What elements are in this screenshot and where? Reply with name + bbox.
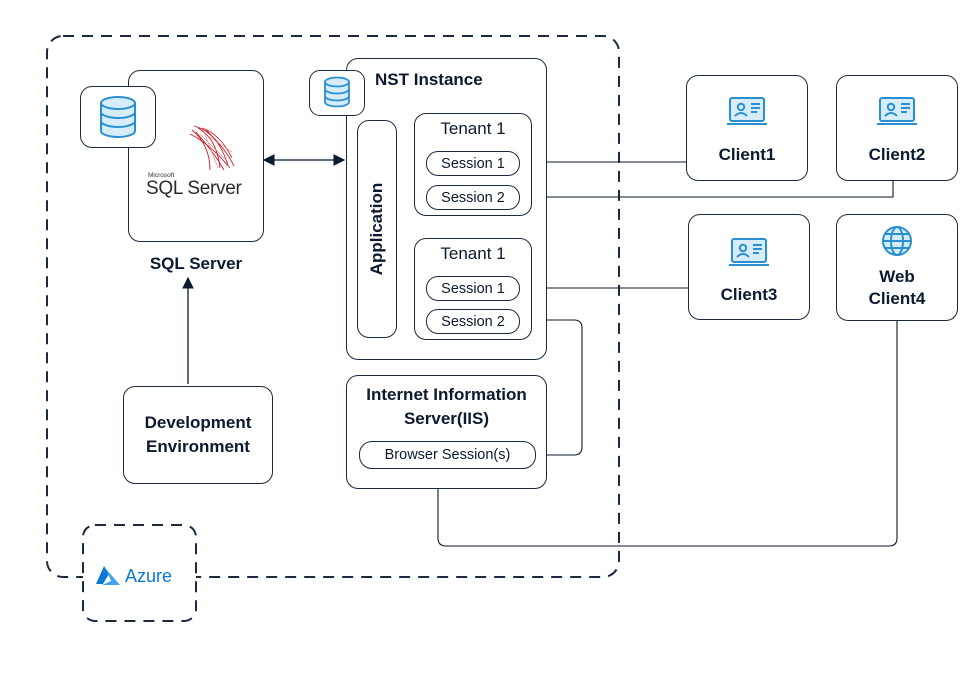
tenant-title: Tenant 1 bbox=[440, 244, 506, 263]
sql-logo-text: SQL Server bbox=[146, 178, 242, 199]
browser-session-pill[interactable]: Browser Session(s) bbox=[359, 441, 536, 469]
client-card[interactable]: Client1 bbox=[686, 75, 808, 181]
azure-logo-icon bbox=[96, 566, 120, 585]
nst-database-icon-box bbox=[309, 70, 365, 116]
desktop-user-icon bbox=[729, 238, 769, 266]
azure-label-frame bbox=[82, 524, 197, 622]
client2-connector bbox=[520, 181, 894, 202]
client-label: Client1 bbox=[718, 145, 776, 164]
azure-label-text: Azure bbox=[125, 565, 173, 586]
application-block[interactable]: Application bbox=[357, 120, 397, 338]
nst-instance-title: NST Instance bbox=[375, 70, 483, 89]
iis-title: Internet Information Server(IIS) bbox=[366, 385, 527, 428]
dev-env-box: Development Environment bbox=[123, 386, 273, 484]
sql-server-label: SQL Server bbox=[149, 254, 243, 273]
iis-box bbox=[346, 375, 547, 489]
browser-session-connector bbox=[520, 315, 583, 456]
database-icon bbox=[324, 76, 350, 108]
client-label: Client2 bbox=[868, 145, 926, 164]
database-icon bbox=[100, 96, 136, 138]
session-2-pill[interactable]: Session 2 bbox=[426, 309, 520, 334]
session-2-pill[interactable]: Session 2 bbox=[426, 185, 520, 210]
sql-server-swirl-icon bbox=[189, 125, 235, 171]
azure-label: Azure bbox=[94, 562, 172, 590]
sql-logo-microsoft-text: Microsoft bbox=[148, 172, 175, 179]
desktop-user-icon bbox=[877, 97, 917, 125]
client-label: Web Client4 bbox=[868, 267, 926, 308]
desktop-user-icon bbox=[727, 97, 767, 125]
webclient-connector bbox=[433, 321, 898, 547]
client-card[interactable]: Web Client4 bbox=[836, 214, 958, 321]
dev-env-label: Development Environment bbox=[144, 413, 252, 456]
client-card[interactable]: Client3 bbox=[688, 214, 810, 320]
session-1-pill[interactable]: Session 1 bbox=[426, 151, 520, 176]
application-label: Application bbox=[367, 182, 386, 276]
sql-server-logo: Microsoft SQL Server bbox=[146, 122, 258, 202]
client-label: Client3 bbox=[720, 285, 778, 304]
sql-database-icon-box bbox=[80, 86, 156, 148]
globe-icon bbox=[882, 226, 912, 256]
client-card[interactable]: Client2 bbox=[836, 75, 958, 181]
tenant-title: Tenant 1 bbox=[440, 119, 506, 138]
azure-boundary bbox=[46, 35, 620, 578]
sql-server-box bbox=[128, 70, 264, 242]
session-1-pill[interactable]: Session 1 bbox=[426, 276, 520, 301]
